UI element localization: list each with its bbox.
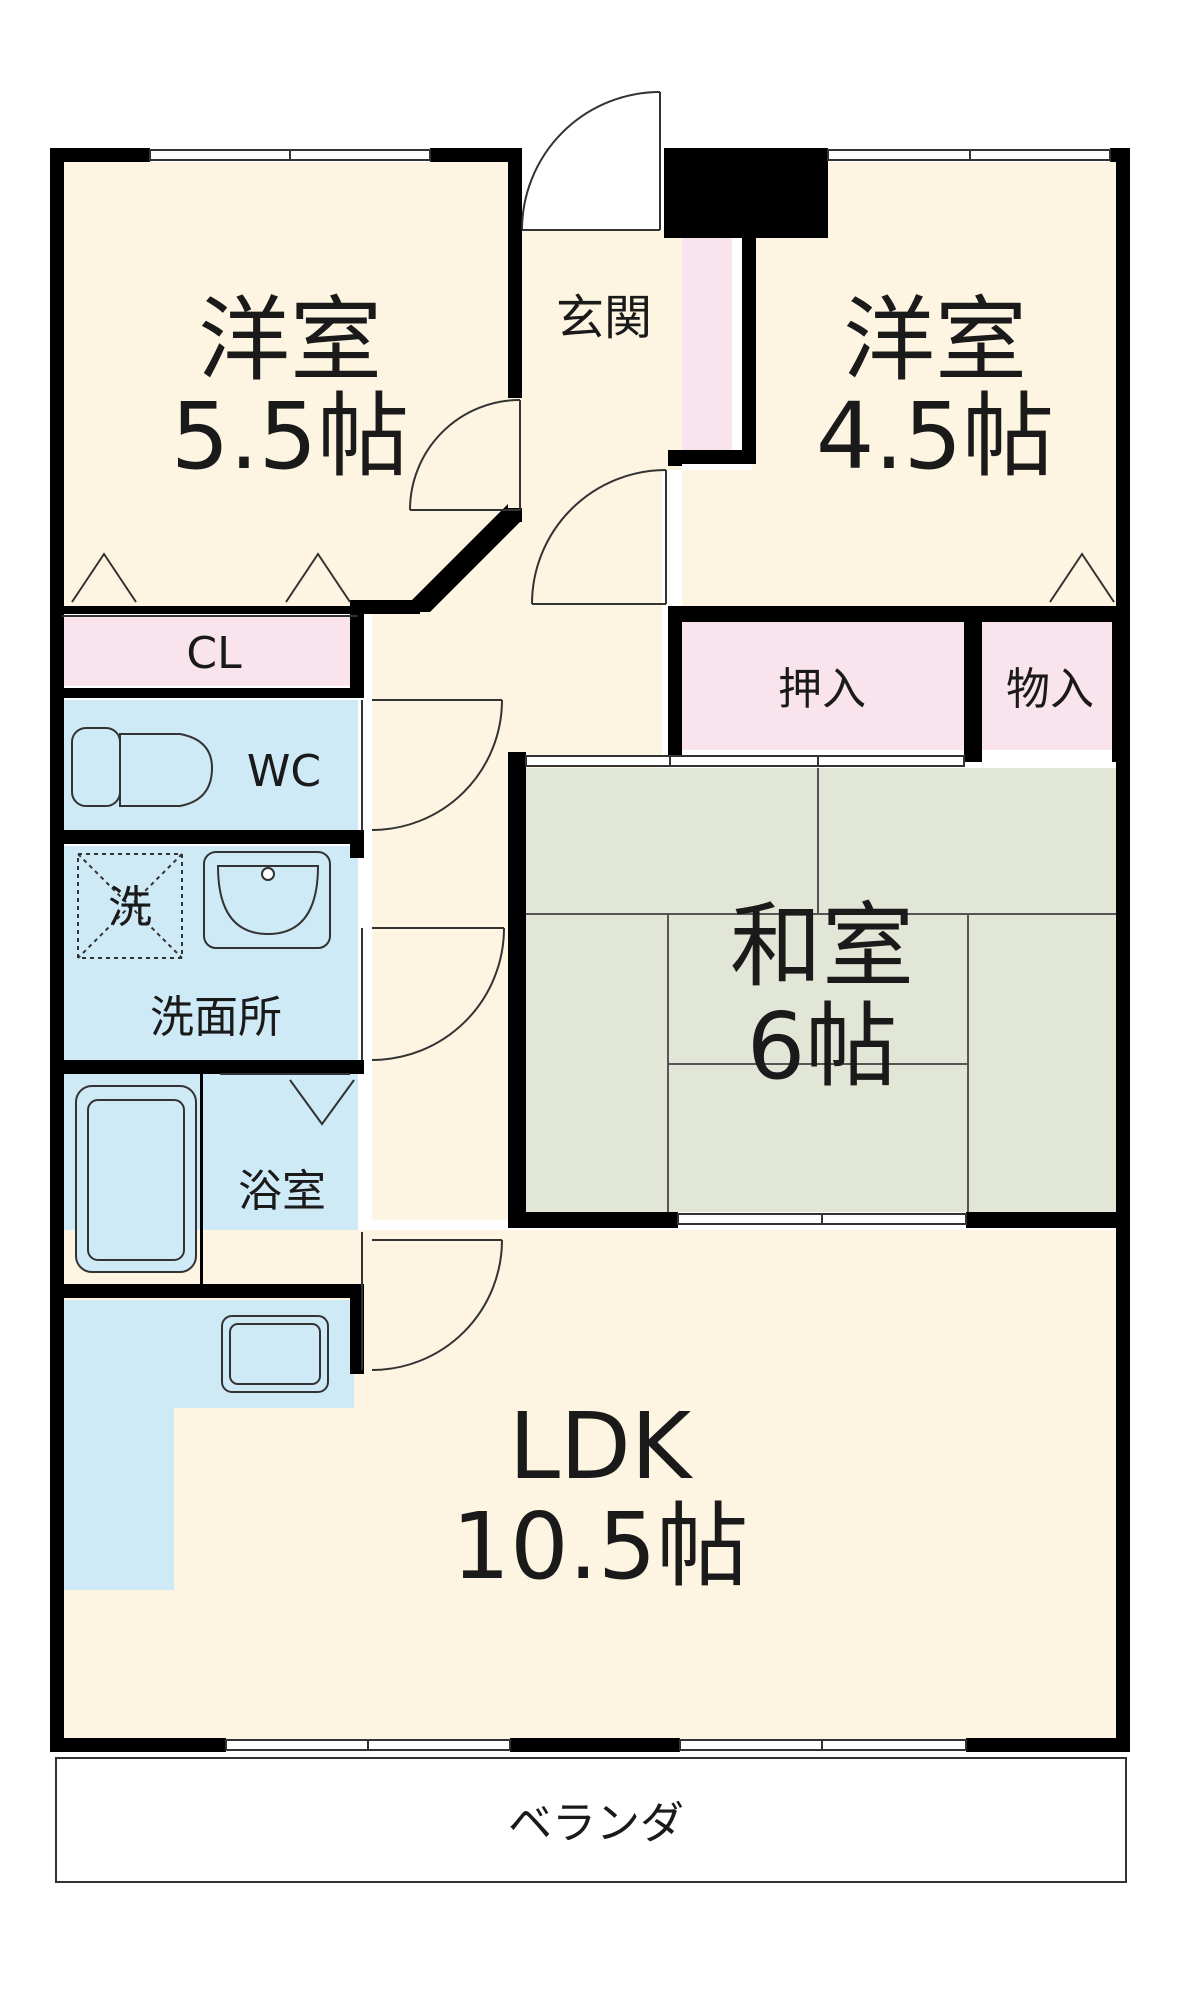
closet-cl — [62, 616, 358, 686]
japanese-room-floor — [526, 768, 1118, 1212]
room-western-a-size: 5.5帖 — [171, 383, 409, 490]
veranda-label: ベランダ — [508, 1798, 684, 1849]
closet-label: CL — [186, 628, 242, 679]
fixtures — [71, 727, 331, 1393]
closet-marks — [62, 552, 1115, 617]
veranda-floor — [55, 1757, 1127, 1883]
room-western-5-5-floor — [62, 162, 522, 612]
shoe-closet — [682, 238, 732, 450]
storage-floor — [982, 622, 1118, 750]
oshiire-label: 押入 — [778, 664, 866, 715]
storage-label: 物入 — [1006, 664, 1094, 715]
labels: 洋室 5.5帖 洋室 4.5帖 和室 6帖 LDK 10.5帖 玄関 CL WC… — [108, 287, 1094, 1849]
room-ldk-name: LDK — [509, 1393, 694, 1500]
bath-label: 浴室 — [238, 1166, 326, 1217]
entrance-label: 玄関 — [556, 290, 652, 346]
toilet-fixture — [71, 727, 121, 807]
room-western-b-name: 洋室 — [843, 287, 1027, 394]
washer-label: 洗 — [108, 882, 152, 933]
room-japanese-size: 6帖 — [747, 993, 898, 1100]
stove — [221, 1315, 329, 1393]
oshiire-floor — [682, 622, 964, 750]
washroom-label: 洗面所 — [150, 992, 282, 1043]
room-japanese-name: 和室 — [730, 893, 914, 1000]
walls — [50, 148, 1130, 1752]
tatami-lines — [526, 768, 1118, 1212]
room-ldk-size: 10.5帖 — [452, 1493, 749, 1600]
toilet-label: WC — [247, 746, 321, 797]
windows — [149, 149, 1111, 1751]
room-western-4-5-floor — [682, 162, 1118, 612]
doors — [220, 91, 667, 1371]
room-western-b-size: 4.5帖 — [816, 383, 1054, 490]
room-western-a-name: 洋室 — [198, 287, 382, 394]
